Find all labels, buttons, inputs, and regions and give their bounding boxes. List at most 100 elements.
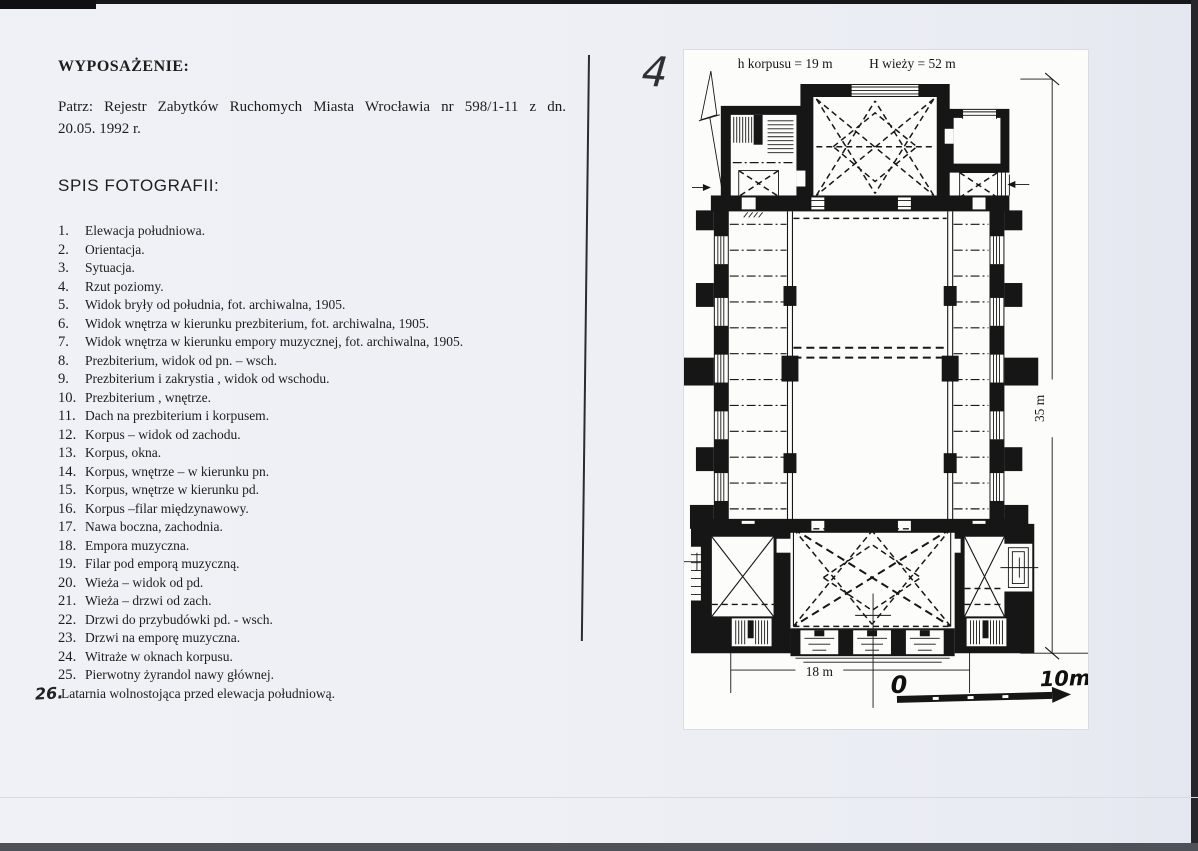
right-wall-windows (990, 236, 1004, 501)
item-text: Korpus, okna. (85, 445, 162, 460)
item-text: Drzwi na emporę muzyczna. (85, 630, 241, 645)
item-number: 4. (58, 278, 69, 295)
nave-center-lines (793, 217, 947, 359)
item-text: Filar pod emporą muzyczną. (85, 556, 240, 571)
buttresses (684, 210, 1039, 529)
right-annex (944, 108, 1010, 173)
photo-list-item: 23. Drzwi na emporę muzyczna. (58, 629, 570, 648)
item-text: Sytuacja. (85, 260, 135, 275)
chancel-arch-wall (710, 195, 1010, 218)
scale-end-label: 10m (1039, 666, 1088, 691)
photo-list-item: 3. Sytuacja. (58, 259, 570, 278)
photo-list-item: 25. Pierwotny żyrandol nawy głównej. (58, 666, 570, 685)
photo-list-item: 13. Korpus, okna. (58, 444, 570, 463)
left-wall-windows (714, 236, 728, 501)
tower-height-label: H wieży = 52 m (869, 56, 956, 71)
handwritten-page-number: 4 (635, 47, 675, 97)
photo-list-item: 6. Widok wnętrza w kierunku prezbiterium… (58, 315, 570, 334)
item-text: Prezbiterium, widok od pn. – wsch. (85, 352, 277, 368)
photo-list-item: 16. Korpus –filar międzynawowy. (58, 500, 570, 519)
item-number: 12. (58, 426, 77, 443)
item-text: Korpus – widok od zachodu. (85, 426, 241, 442)
item-number: 8. (58, 352, 69, 369)
item-text: Empora muzyczna. (85, 537, 190, 553)
item-number: 7. (58, 334, 69, 350)
north-arrow (698, 70, 725, 201)
photo-list-item: 26. Latarnia wolnostojąca przed elewacja… (34, 682, 570, 704)
column-divider-line (580, 55, 590, 641)
item-number: 24. (58, 648, 77, 665)
dimension-35m-label: 35 m (1032, 394, 1047, 422)
scale-bar: 0 10m (890, 666, 1088, 703)
item-number: 5. (58, 297, 69, 313)
item-text: Widok wnętrza w kierunku prezbiterium, f… (85, 315, 429, 331)
item-text: Drzwi do przybudówki pd. - wsch. (85, 611, 273, 627)
dimension-18m-label: 18 m (806, 664, 834, 679)
photo-list-item: 14. Korpus, wnętrze – w kierunku pn. (58, 463, 570, 482)
dimension-35m: 35 m (1020, 72, 1088, 660)
item-number: 15. (58, 482, 77, 498)
item-number: 3. (58, 260, 69, 276)
aisle-beam-lines (729, 223, 989, 510)
item-text: Korpus –filar międzynawowy. (85, 500, 249, 516)
registry-paragraph-line2: 20.05. 1992 r. (58, 121, 141, 137)
scale-zero-label: 0 (890, 671, 907, 699)
photo-list-title: SPIS FOTOGRAFII: (58, 176, 220, 195)
item-number: 10. (58, 389, 77, 406)
item-number: 23. (58, 630, 77, 646)
photo-list-item: 4. Rzut poziomy. (58, 278, 570, 297)
dimension-18m: 18 m (730, 648, 971, 693)
item-number: 9. (58, 371, 69, 387)
item-text: Widok bryły od południa, fot. archiwalna… (85, 297, 346, 312)
item-number: 26. (34, 682, 64, 704)
photo-list-item: 24. Witraże w oknach korpusu. (58, 648, 570, 667)
item-text: Korpus, wnętrze w kierunku pd. (85, 482, 259, 497)
item-text: Elewacja południowa. (85, 223, 205, 238)
nave-height-label: h korpusu = 19 m (738, 56, 833, 71)
portal-left (800, 630, 839, 655)
nave-arcades (781, 211, 959, 525)
central-porch-vault (792, 527, 952, 628)
photo-list-item: 11. Dach na prezbiterium i korpusem. (58, 407, 570, 426)
church-floor-plan-drawing: .wl{fill:#161616;stroke:none} .ln{stroke… (684, 56, 1088, 708)
item-number: 25. (58, 667, 77, 683)
text-column: WYPOSAŻENIE: Patrz: Rejestr Zabytków Ruc… (34, 58, 570, 703)
item-number: 22. (58, 611, 77, 628)
axis-line (855, 593, 891, 708)
item-text: Nawa boczna, zachodnia. (85, 519, 223, 534)
item-text: Prezbiterium i zakrystia , widok od wsch… (85, 371, 330, 386)
photo-list-item: 20. Wieża – widok od pd. (58, 574, 570, 593)
left-tower (684, 523, 791, 654)
photo-list-item: 21. Wieża – drzwi od zach. (58, 592, 570, 611)
photo-list-item: 12. Korpus – widok od zachodu. (58, 426, 570, 445)
item-number: 14. (58, 463, 77, 480)
item-number: 18. (58, 537, 77, 554)
sacristy (720, 105, 806, 206)
item-number: 21. (58, 593, 77, 609)
item-number: 2. (58, 241, 69, 258)
item-text: Dach na prezbiterium i korpusem. (85, 408, 270, 423)
item-number: 20. (58, 574, 77, 591)
entrance-wall (790, 628, 955, 663)
item-text: Prezbiterium , wnętrze. (85, 389, 211, 405)
right-tower (950, 523, 1039, 654)
photo-list: 1. Elewacja południowa. 2. Orientacja. 3… (34, 222, 570, 703)
item-text: Witraże w oknach korpusu. (85, 648, 233, 664)
floor-plan-sheet: .wl{fill:#161616;stroke:none} .ln{stroke… (683, 49, 1089, 730)
item-text: Latarnia wolnostojąca przed elewacja poł… (61, 685, 336, 701)
item-text: Wieża – widok od pd. (85, 574, 204, 590)
scan-edge-right (1191, 0, 1198, 851)
item-number: 13. (58, 445, 77, 461)
item-text: Orientacja. (85, 241, 145, 257)
photo-list-item: 17. Nawa boczna, zachodnia. (58, 518, 570, 537)
photo-list-item: 2. Orientacja. (58, 241, 570, 260)
photo-list-item: 10. Prezbiterium , wnętrze. (58, 389, 570, 408)
photo-list-item: 19. Filar pod emporą muzyczną. (58, 555, 570, 574)
item-text: Rzut poziomy. (85, 278, 164, 294)
registry-paragraph-line1: Patrz: Rejestr Zabytków Ruchomych Miasta… (58, 99, 566, 115)
photo-list-item: 7. Widok wnętrza w kierunku empory muzyc… (58, 333, 570, 352)
registry-paragraph: Patrz: Rejestr Zabytków Ruchomych Miasta… (58, 96, 566, 140)
item-text: Pierwotny żyrandol nawy głównej. (85, 667, 274, 682)
item-text: Widok wnętrza w kierunku empory muzyczne… (85, 334, 464, 349)
